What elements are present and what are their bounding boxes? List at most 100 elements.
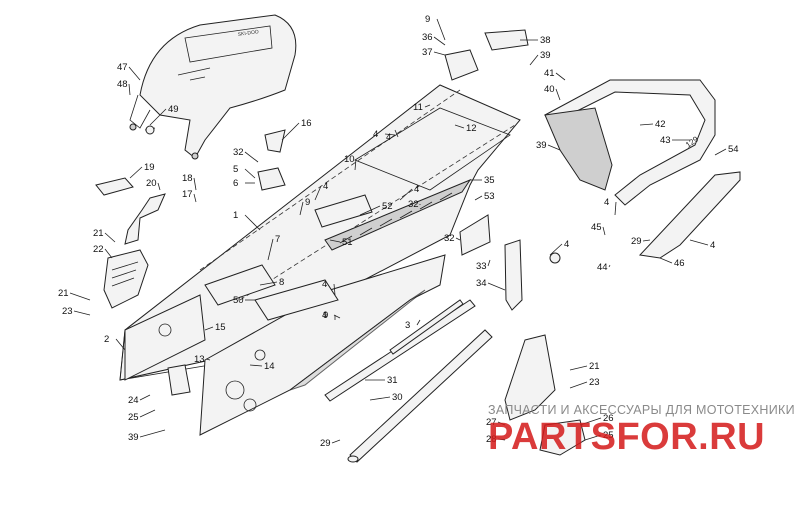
callout-leader-4 <box>689 239 709 246</box>
callout-label-48: 48 <box>117 79 128 90</box>
callout-label-27: 27 <box>486 417 497 428</box>
callout-leader-15 <box>204 326 214 331</box>
callout-leader-7 <box>267 238 274 261</box>
callout-label-18: 18 <box>182 173 193 184</box>
callout-leader-45 <box>602 226 606 236</box>
callout-leader-4 <box>399 188 413 201</box>
callout-leader-27 <box>497 421 506 426</box>
callout-label-39: 39 <box>536 140 547 151</box>
leader-lines <box>69 18 727 444</box>
callout-label-9: 9 <box>425 14 430 25</box>
callout-leader-3 <box>416 319 421 326</box>
callout-label-43: 43 <box>660 135 671 146</box>
callout-label-21: 21 <box>58 288 69 299</box>
callout-leader-25 <box>139 409 156 418</box>
callout-leader-21 <box>104 232 116 243</box>
callout-leader-52 <box>359 205 381 216</box>
callout-label-20: 20 <box>146 178 157 189</box>
callout-label-15: 15 <box>215 322 226 333</box>
callout-label-26: 26 <box>603 413 614 424</box>
callout-leader-11 <box>424 104 431 108</box>
callout-leader-25 <box>584 434 602 441</box>
callout-label-50: 50 <box>233 295 244 306</box>
callout-leader-36 <box>433 36 446 46</box>
callout-leader-34 <box>487 282 506 291</box>
callout-label-38: 38 <box>540 35 551 46</box>
callout-leader-21 <box>569 365 588 371</box>
bracket-parts <box>504 334 586 456</box>
callout-label-23: 23 <box>589 377 600 388</box>
callout-leader-4 <box>394 129 399 138</box>
callout-leader-16 <box>281 122 300 141</box>
callout-leader-53 <box>474 195 483 201</box>
callout-leader-17 <box>193 193 197 203</box>
callout-label-4: 4 <box>604 197 609 208</box>
callout-label-32: 32 <box>444 233 455 244</box>
rear-bumper-parts <box>95 177 166 309</box>
callout-label-4: 4 <box>710 240 715 251</box>
callout-label-21: 21 <box>93 228 104 239</box>
callout-label-12: 12 <box>466 123 477 134</box>
callout-label-25: 25 <box>128 412 139 423</box>
callout-leader-48 <box>128 83 131 96</box>
callout-label-39: 39 <box>128 432 139 443</box>
callout-label-42: 42 <box>655 119 666 130</box>
callout-label-29: 29 <box>631 236 642 247</box>
callout-label-4: 4 <box>414 184 419 195</box>
callout-label-37: 37 <box>422 47 433 58</box>
callout-leader-18 <box>193 177 197 191</box>
callout-label-30: 30 <box>392 392 403 403</box>
callout-leader-39 <box>529 54 539 66</box>
callout-label-21: 21 <box>589 361 600 372</box>
callout-label-4: 4 <box>322 310 327 321</box>
callout-label-1: 1 <box>233 210 238 221</box>
callout-label-31: 31 <box>387 375 398 386</box>
callout-label-33: 33 <box>476 261 487 272</box>
callout-label-52: 52 <box>382 201 393 212</box>
callout-label-45: 45 <box>591 222 602 233</box>
callout-leader-41 <box>555 72 566 81</box>
callout-label-23: 23 <box>62 306 73 317</box>
callout-leader-5 <box>244 168 256 179</box>
callout-label-2: 2 <box>104 334 109 345</box>
callout-leader-54 <box>714 148 727 156</box>
callout-leader-8 <box>259 281 278 286</box>
callout-label-9: 9 <box>305 197 310 208</box>
callout-leader-29 <box>642 239 651 242</box>
callout-label-51: 51 <box>342 237 353 248</box>
callout-label-54: 54 <box>728 144 739 155</box>
callout-label-14: 14 <box>264 361 275 372</box>
rail-tubes <box>324 239 523 463</box>
callout-leader-29 <box>331 439 341 444</box>
callout-leader-22 <box>104 248 113 259</box>
callout-label-24: 24 <box>128 395 139 406</box>
callout-leader-30 <box>369 396 391 401</box>
callout-label-17: 17 <box>182 189 193 200</box>
callout-label-36: 36 <box>422 32 433 43</box>
rear-bumper-assembly: 129 <box>544 79 741 259</box>
callout-leader-21 <box>69 292 91 301</box>
callout-label-35: 35 <box>484 175 495 186</box>
callout-label-44: 44 <box>597 262 608 273</box>
callout-label-3: 3 <box>405 320 410 331</box>
callout-leader-23 <box>569 381 588 389</box>
callout-leader-32 <box>455 237 461 241</box>
callout-label-6: 6 <box>233 178 238 189</box>
callout-label-32: 32 <box>233 147 244 158</box>
callout-label-5: 5 <box>233 164 238 175</box>
callout-leader-51 <box>329 239 341 243</box>
callout-label-28: 28 <box>486 434 497 445</box>
callout-leader-26 <box>579 417 602 426</box>
callout-leader-9 <box>436 18 446 41</box>
tunnel-assembly <box>119 84 521 436</box>
callout-leader-12 <box>454 124 465 129</box>
callout-leader-37 <box>433 51 446 56</box>
callout-label-22: 22 <box>93 244 104 255</box>
callout-label-4: 4 <box>322 279 327 290</box>
callout-label-4: 4 <box>323 181 328 192</box>
callout-leader-1 <box>244 214 261 231</box>
callout-leader-19 <box>129 166 143 179</box>
callout-leader-47 <box>128 66 141 81</box>
